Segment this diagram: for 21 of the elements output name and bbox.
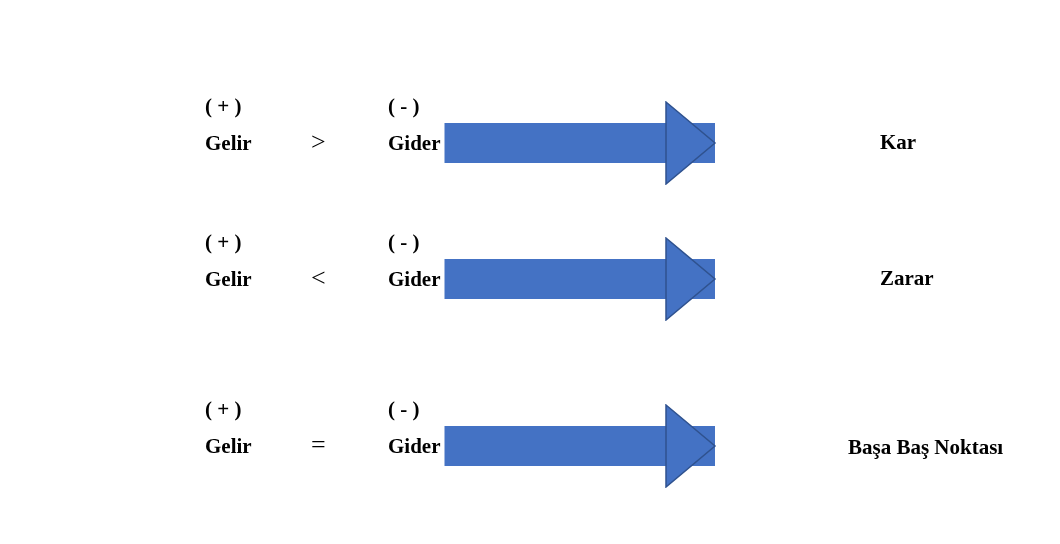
operator-symbol: < (311, 264, 326, 293)
sign-label: ( - ) (388, 231, 420, 255)
operator-symbol: = (311, 431, 326, 460)
term-label: Gelir (205, 435, 252, 459)
sign-label: ( + ) (205, 231, 242, 255)
block-arrow (444, 101, 716, 185)
result-label: Başa Baş Noktası (848, 436, 1004, 460)
sign-label: ( + ) (205, 95, 242, 119)
term-label: Gider (388, 268, 441, 292)
sign-label: ( - ) (388, 95, 420, 119)
term-label: Gider (388, 132, 441, 156)
term-label: Gider (388, 435, 441, 459)
result-label: Zarar (880, 267, 934, 291)
result-label: Kar (880, 131, 917, 155)
sign-label: ( - ) (388, 398, 420, 422)
term-label: Gelir (205, 268, 252, 292)
sign-label: ( + ) (205, 398, 242, 422)
term-label: Gelir (205, 132, 252, 156)
block-arrow (444, 404, 716, 488)
operator-symbol: > (311, 128, 326, 157)
block-arrow (444, 237, 716, 321)
